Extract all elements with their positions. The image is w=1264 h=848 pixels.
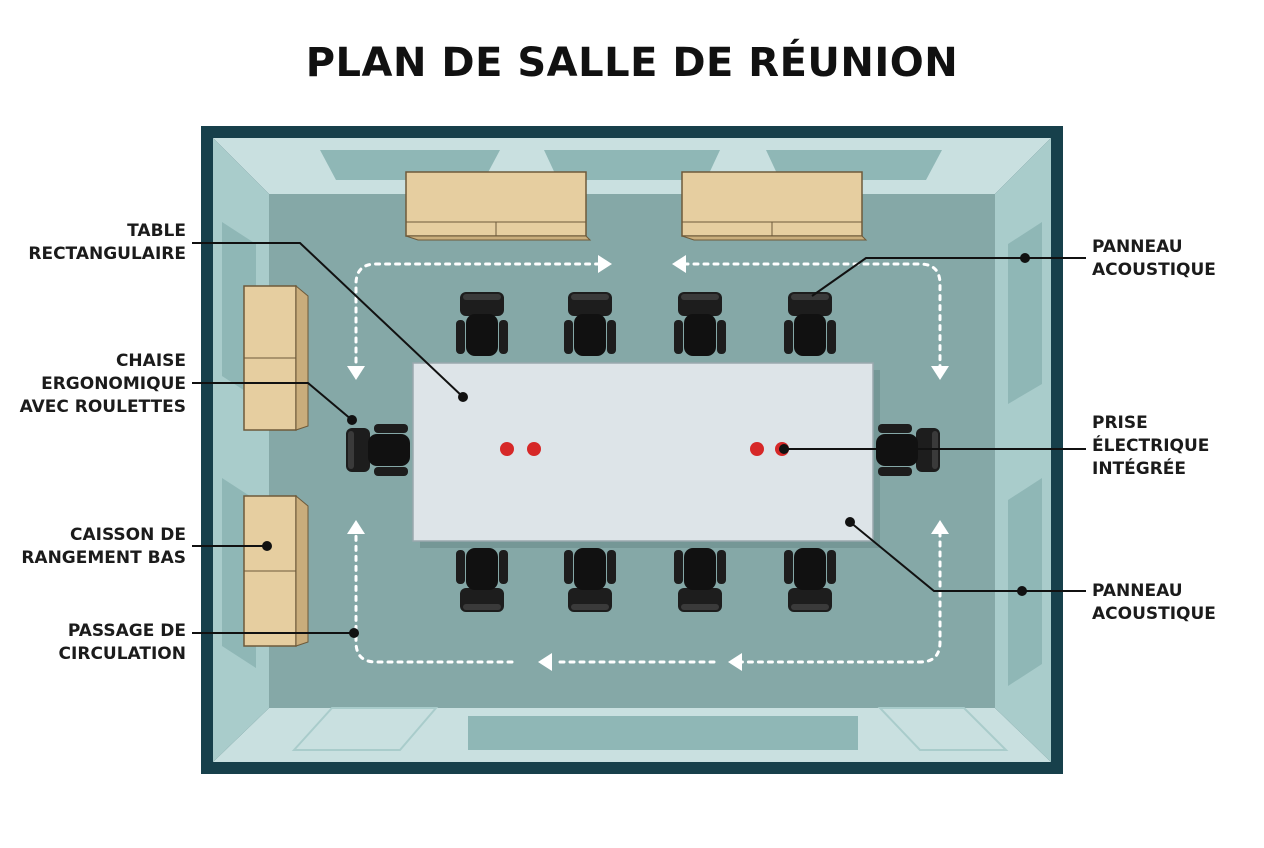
flow-arrow-icon <box>538 653 552 671</box>
top-window-2 <box>544 150 720 180</box>
bottom-door-right <box>877 707 1009 751</box>
leader-panel-bottom-wall-dot <box>1017 586 1027 596</box>
leader-storage-dot <box>262 541 272 551</box>
office-chair-icon <box>784 292 836 356</box>
office-chair-icon <box>674 292 726 356</box>
office-chair-icon <box>456 292 508 356</box>
power-outlet-icon <box>500 442 514 456</box>
label-panel-top: PANNEAU ACOUSTIQUE <box>1092 237 1216 280</box>
power-outlet-icon <box>527 442 541 456</box>
flow-arrow-icon <box>347 366 365 380</box>
leader-table-dot <box>458 392 468 402</box>
office-chair-icon <box>564 548 616 612</box>
label-chair: CHAISE ERGONOMIQUE AVEC ROULETTES <box>19 351 186 417</box>
leader-panel-bottom <box>849 521 1086 592</box>
bottom-window <box>468 716 858 750</box>
leader-outlet-dot <box>779 444 789 454</box>
circulation-path-bottom-left <box>354 528 514 664</box>
storage-cabinet-left-bottom <box>243 494 309 647</box>
office-chair-icon <box>456 548 508 612</box>
label-storage: CAISSON DE RANGEMENT BAS <box>21 525 186 568</box>
flow-arrow-icon <box>672 255 686 273</box>
leader-panel-bottom-dot <box>845 517 855 527</box>
storage-cabinet-top-left <box>405 171 592 241</box>
circulation-path-bottom-right <box>738 530 942 664</box>
label-passage: PASSAGE DE CIRCULATION <box>58 621 186 664</box>
conference-table <box>412 362 874 542</box>
leader-panel-top-dot <box>1020 253 1030 263</box>
label-panel-bottom: PANNEAU ACOUSTIQUE <box>1092 581 1216 624</box>
acoustic-panel-top <box>1008 222 1042 404</box>
storage-cabinet-top-right <box>681 171 868 241</box>
office-chair-icon <box>346 424 410 476</box>
leader-chair-dot <box>347 415 357 425</box>
leader-chair <box>192 382 353 421</box>
flow-arrow-icon <box>598 255 612 273</box>
storage-cabinet-left-top <box>243 284 309 431</box>
office-chair-icon <box>674 548 726 612</box>
flow-arrow-icon <box>347 520 365 534</box>
flow-arrow-icon <box>931 520 949 534</box>
office-chair-icon <box>564 292 616 356</box>
label-outlet: PRISE ÉLECTRIQUE INTÉGRÉE <box>1092 413 1210 479</box>
wall-left <box>213 138 269 762</box>
office-chair-icon <box>784 548 836 612</box>
acoustic-panel-bottom <box>1008 478 1042 686</box>
circulation-path-top-right <box>682 262 942 370</box>
power-outlet-icon <box>750 442 764 456</box>
flow-arrow-icon <box>728 653 742 671</box>
leader-passage-dot <box>349 628 359 638</box>
flow-arrow-icon <box>931 366 949 380</box>
bottom-door-left <box>291 707 439 751</box>
page-title: PLAN DE SALLE DE RÉUNION <box>305 40 959 86</box>
leader-panel-top <box>811 257 1086 297</box>
label-table: TABLE RECTANGULAIRE <box>28 221 186 264</box>
circulation-path-top-left <box>354 262 602 364</box>
leader-table <box>192 242 464 398</box>
